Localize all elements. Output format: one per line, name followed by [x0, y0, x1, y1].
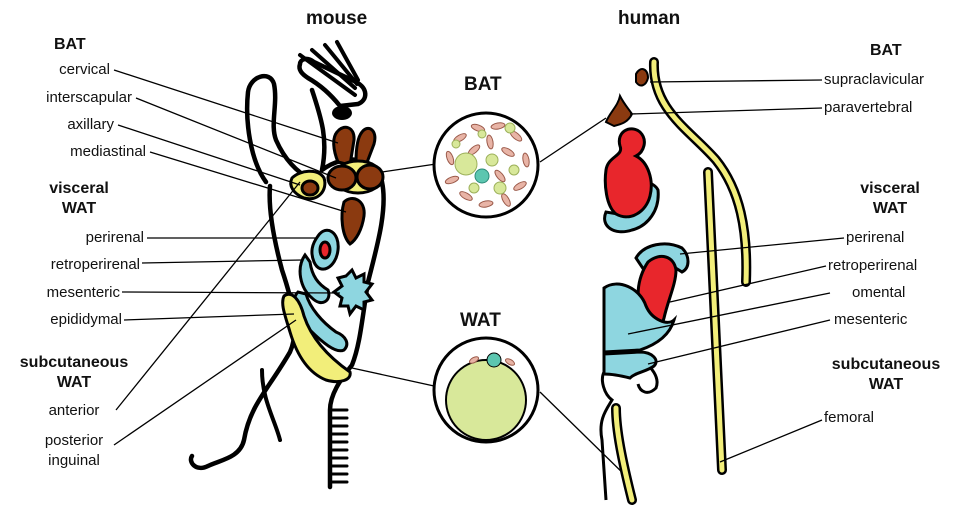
human-visceral-heading-1: visceral	[840, 180, 940, 198]
mouse-label-perirenal: perirenal	[86, 229, 144, 247]
human-subcutaneous-heading-2: WAT	[816, 376, 956, 394]
mouse-kidney	[320, 242, 330, 258]
bat-callout-label: BAT	[464, 74, 502, 96]
human-title: human	[618, 8, 680, 30]
mouse-front-arm	[247, 76, 312, 182]
mouse-body-left	[191, 186, 295, 468]
human-label-supraclavicular: supraclavicular	[824, 71, 924, 89]
leader-perirenal-human	[680, 238, 844, 254]
leader-human-bat-cell	[540, 118, 606, 162]
human-label-perirenal: perirenal	[846, 229, 904, 247]
leader-paravertebral	[630, 108, 822, 114]
leader-supraclavicular	[650, 80, 822, 82]
mediastinal-bat	[342, 198, 364, 244]
leader-cervical	[114, 70, 338, 143]
mouse-label-axillary: axillary	[67, 116, 114, 134]
mouse-bat-heading: BAT	[54, 36, 86, 54]
wat-callout-label: WAT	[460, 310, 501, 332]
human-label-femoral: femoral	[824, 409, 874, 427]
wat-lipid-droplet	[446, 360, 526, 440]
mouse-label-epididymal: epididymal	[50, 311, 122, 329]
axillary-bat	[302, 181, 318, 195]
mouse-label-posterior: posterior	[14, 432, 134, 450]
mouse-visceral-heading-2: WAT	[34, 200, 124, 218]
wat-cell-callout	[352, 338, 630, 480]
mouse-bat-depots	[291, 127, 383, 244]
leader-epididymal	[124, 314, 294, 320]
mouse-visceral-heading-1: visceral	[34, 180, 124, 198]
mouse-label-mediastinal: mediastinal	[70, 143, 146, 161]
leader-mouse-bat-cell	[382, 164, 436, 172]
interscapular-bat	[328, 166, 356, 190]
mouse-label-mesenteric: mesenteric	[47, 284, 120, 302]
human-heart	[605, 129, 651, 217]
mouse-label-cervical: cervical	[59, 61, 110, 79]
mouse-tail-ridges	[330, 410, 347, 482]
mesenteric-wat-human	[604, 352, 656, 378]
human-body-outline	[601, 372, 612, 500]
human-bat-heading: BAT	[870, 42, 902, 60]
mouse-eye	[332, 106, 352, 120]
wat-nucleus	[487, 353, 501, 367]
mouse-subcutaneous-heading-1: subcutaneous	[4, 354, 144, 372]
mouse-subcutaneous-heading-2: WAT	[4, 374, 144, 392]
bat-nucleus	[475, 169, 489, 183]
human-label-retroperirenal: retroperirenal	[828, 257, 917, 275]
mouse-figure	[191, 42, 384, 487]
supraclavicular-bat	[636, 69, 648, 85]
leader-mesenteric-human	[648, 320, 830, 364]
mouse-label-anterior: anterior	[14, 402, 134, 420]
human-figure	[601, 62, 746, 500]
human-label-mesenteric: mesenteric	[834, 311, 907, 329]
mouse-label-interscapular: interscapular	[46, 89, 132, 107]
mouse-label-retroperirenal: retroperirenal	[51, 256, 140, 274]
bat-cell-callout	[382, 113, 606, 217]
paravertebral-bat	[606, 96, 632, 126]
leader-mouse-wat-cell	[352, 368, 434, 386]
human-label-paravertebral: paravertebral	[824, 99, 912, 117]
human-visceral-heading-2: WAT	[840, 200, 940, 218]
leader-femoral	[720, 420, 822, 462]
human-subcutaneous-heading-1: subcutaneous	[816, 356, 956, 374]
cervical-bat	[334, 127, 354, 165]
mouse-label-inguinal: inguinal	[14, 452, 134, 470]
interscapular-bat-right	[357, 165, 383, 189]
human-label-omental: omental	[852, 284, 905, 302]
mouse-title: mouse	[306, 8, 367, 30]
